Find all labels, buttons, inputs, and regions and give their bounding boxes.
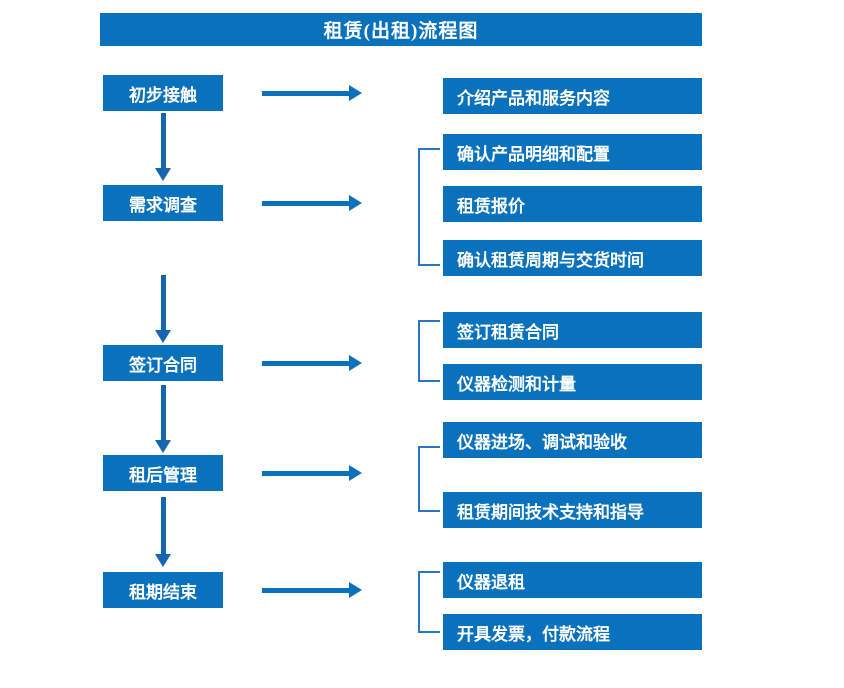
arrow-head [349,195,362,211]
arrow-shaft [161,113,166,168]
page-title: 租赁(出租)流程图 [100,13,702,46]
arrow-shaft [262,361,349,366]
arrow-head [349,85,362,101]
arrow-shaft [161,385,166,440]
arrow-head [349,355,362,371]
arrow-shaft [262,471,349,476]
stage-box-4[interactable]: 租后管理 [103,455,223,491]
arrow-shaft [262,201,349,206]
detail-box-3-1[interactable]: 签订租赁合同 [443,312,702,348]
stage-box-3[interactable]: 签订合同 [103,345,223,381]
link-arrow-3-icon [262,355,362,371]
link-arrow-4-icon [262,465,362,481]
link-arrow-2-icon [262,195,362,211]
arrow-head [349,582,362,598]
link-arrow-1-icon [262,85,362,101]
detail-box-2-3[interactable]: 确认租赁周期与交货时间 [443,240,702,276]
detail-box-1-1[interactable]: 介绍产品和服务内容 [443,78,702,114]
stage-box-5[interactable]: 租期结束 [103,572,223,608]
arrow-stage-1-to-2-icon [155,113,171,181]
stage-box-1[interactable]: 初步接触 [103,75,223,111]
arrow-shaft [262,588,349,593]
detail-box-4-2[interactable]: 租赁期间技术支持和指导 [443,492,702,528]
bracket-connector-4 [418,446,440,512]
arrow-shaft [161,275,166,330]
detail-box-4-1[interactable]: 仪器进场、调试和验收 [443,422,702,458]
arrow-shaft [161,497,166,554]
detail-box-2-1[interactable]: 确认产品明细和配置 [443,134,702,170]
arrow-head [155,168,171,181]
arrow-shaft [262,91,349,96]
arrow-stage-3-to-4-icon [155,385,171,453]
bracket-connector-5 [418,571,440,633]
detail-box-2-2[interactable]: 租赁报价 [443,186,702,222]
arrow-stage-2-to-3-icon [155,275,171,343]
arrow-head [155,330,171,343]
detail-box-5-1[interactable]: 仪器退租 [443,562,702,598]
stage-box-2[interactable]: 需求调查 [103,185,223,221]
detail-box-3-2[interactable]: 仪器检测和计量 [443,364,702,400]
arrow-stage-4-to-5-icon [155,497,171,567]
bracket-connector-3 [418,320,440,382]
arrow-head [155,440,171,453]
detail-box-5-2[interactable]: 开具发票，付款流程 [443,614,702,650]
link-arrow-5-icon [262,582,362,598]
arrow-head [349,465,362,481]
bracket-connector-2 [418,148,440,266]
arrow-head [155,554,171,567]
